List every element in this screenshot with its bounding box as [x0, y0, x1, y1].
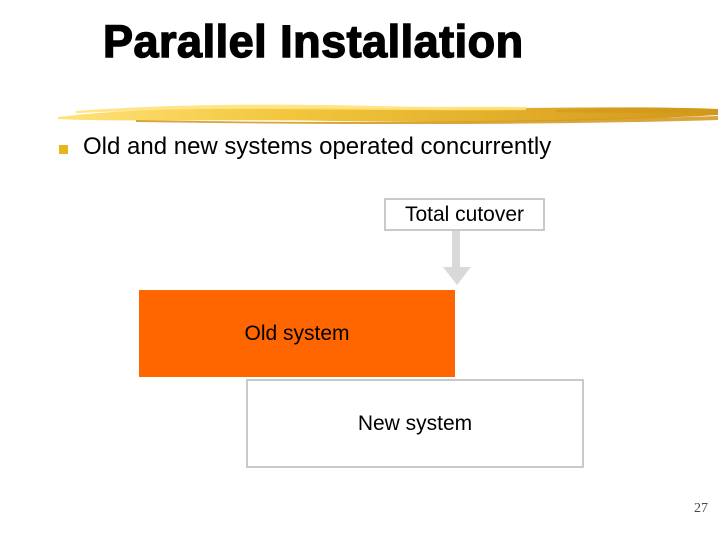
page-number: 27	[694, 501, 708, 516]
old-system-box: Old system	[139, 290, 455, 377]
total-cutover-label: Total cutover	[404, 202, 525, 226]
slide-title: Parallel Installation	[102, 16, 524, 67]
bullet-text: Old and new systems operated concurrentl…	[83, 133, 552, 160]
old-system-label: Old system	[244, 321, 350, 345]
gold-brush-stroke-icon	[58, 104, 718, 125]
square-bullet-icon	[59, 145, 68, 154]
down-arrow-icon	[443, 231, 471, 285]
new-system-box: New system	[246, 379, 584, 468]
total-cutover-label-box: Total cutover	[384, 198, 545, 231]
new-system-label: New system	[357, 411, 473, 435]
